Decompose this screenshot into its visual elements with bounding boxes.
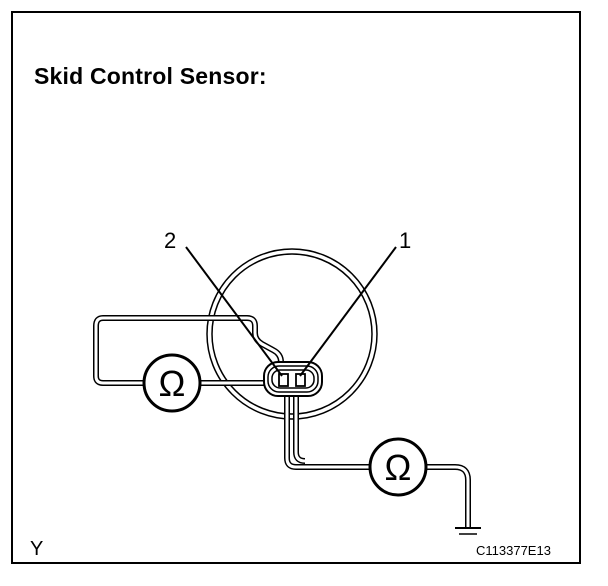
diagram-title: Skid Control Sensor: bbox=[34, 63, 267, 89]
callout-leader-2 bbox=[185, 246, 283, 377]
callout-leader-1 bbox=[299, 246, 397, 377]
figure-code: C113377E13 bbox=[476, 543, 551, 558]
corner-label: Y bbox=[30, 538, 44, 560]
ohm-symbol-right: Ω bbox=[385, 447, 412, 488]
ground-symbol bbox=[455, 527, 481, 535]
right-meter-wiring bbox=[426, 464, 471, 527]
figure-frame bbox=[11, 11, 581, 564]
ohm-symbol-left: Ω bbox=[159, 363, 186, 404]
sensor-outer-ring bbox=[206, 248, 378, 420]
left-meter-wiring bbox=[93, 315, 284, 386]
ohmmeter-right: Ω bbox=[368, 437, 428, 497]
connector-cable bbox=[284, 392, 370, 470]
callout-number-1: 1 bbox=[399, 228, 411, 253]
ohmmeter-left: Ω bbox=[142, 353, 202, 413]
terminal-2 bbox=[278, 373, 289, 387]
sensor-connector bbox=[263, 361, 323, 397]
sensor-inner-ring bbox=[211, 253, 373, 415]
callout-number-2: 2 bbox=[164, 228, 176, 253]
